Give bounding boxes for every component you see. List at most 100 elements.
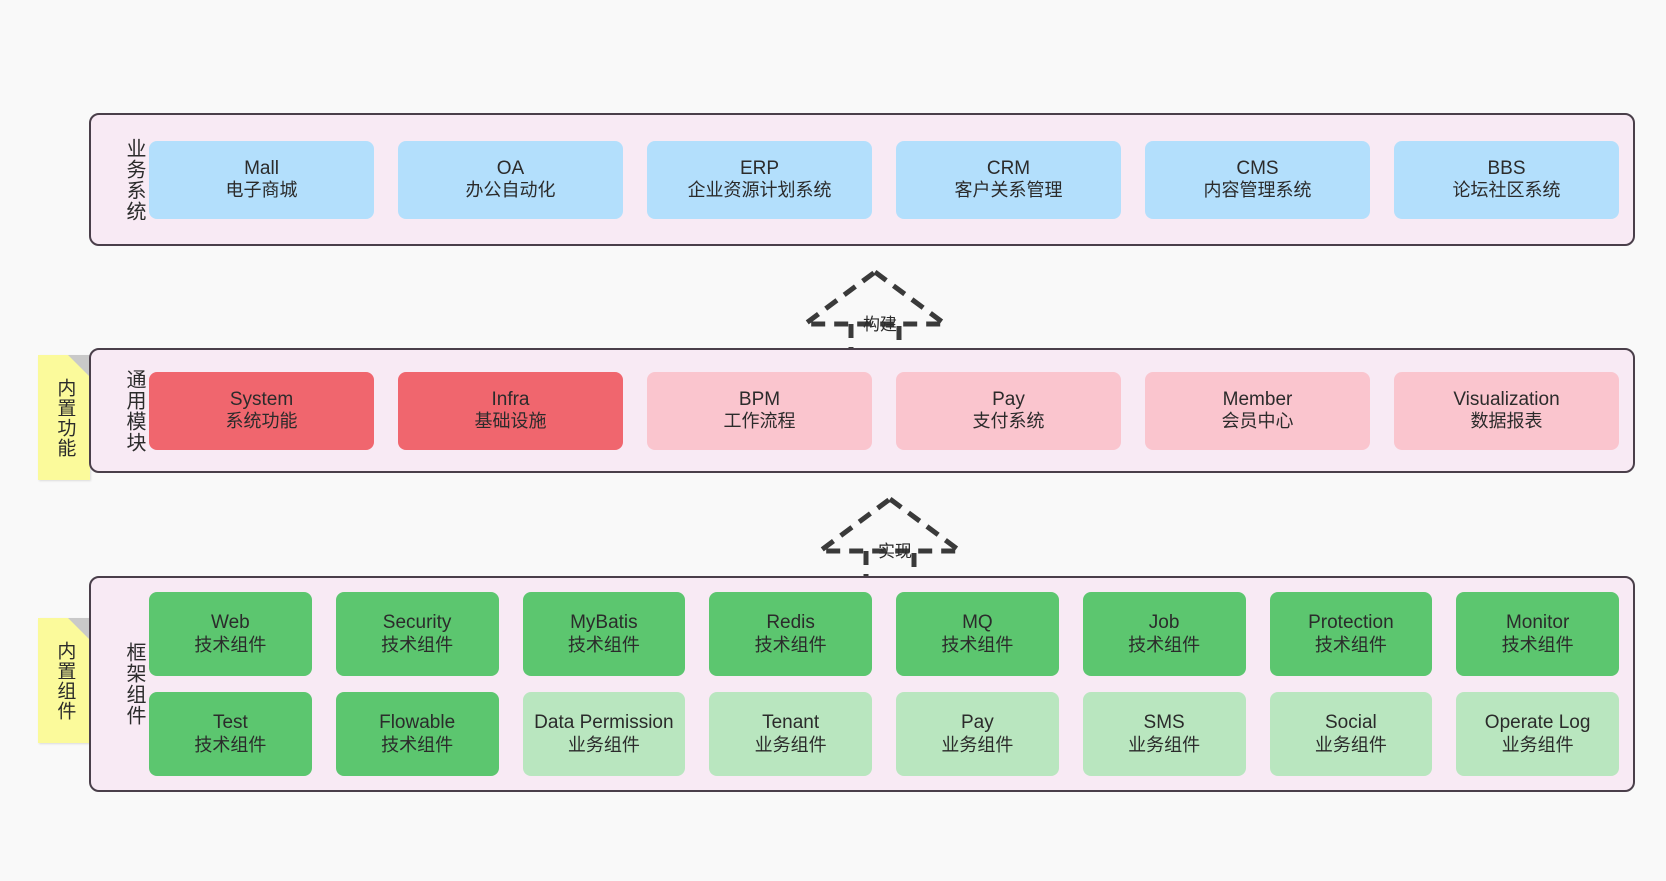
node-title-cn: 内容管理系统 [1203, 180, 1312, 201]
node-mq[interactable]: MQ 技术组件 [896, 592, 1059, 676]
node-title-cn: 技术组件 [1501, 634, 1574, 655]
node-title-en: Protection [1308, 612, 1394, 634]
node-title-cn: 技术组件 [567, 634, 640, 655]
layer-title-business: 业务系统 [123, 137, 145, 222]
generalization-arrow-implement: 实现 [810, 495, 970, 585]
node-title-cn: 基础设施 [474, 411, 547, 432]
node-protection[interactable]: Protection 技术组件 [1269, 592, 1433, 676]
node-title-cn: 工作流程 [723, 411, 796, 432]
node-title-en: System [229, 388, 294, 410]
node-flowable[interactable]: Flowable 技术组件 [335, 692, 499, 776]
sticky-note-builtin-features[interactable]: 内置功能 [38, 355, 90, 480]
node-title-cn: 系统功能 [225, 411, 298, 432]
node-title-en: Flowable [379, 712, 456, 734]
node-title-en: BBS [1487, 157, 1526, 179]
layer-framework-components: 框架组件 Web 技术组件 Security 技术组件 MyBatis 技术组件… [89, 576, 1635, 792]
node-title-cn: 客户关系管理 [954, 180, 1063, 201]
node-title-en: Test [212, 712, 248, 734]
node-bpm[interactable]: BPM 工作流程 [647, 371, 872, 450]
node-row: Web 技术组件 Security 技术组件 MyBatis 技术组件 Redi… [149, 592, 1619, 676]
node-title-cn: 会员中心 [1221, 411, 1294, 432]
layer-body-modules: System 系统功能 Infra 基础设施 BPM 工作流程 Pay 支付系统… [145, 350, 1633, 471]
node-monitor[interactable]: Monitor 技术组件 [1456, 592, 1619, 676]
generalization-arrow-build: 构建 [795, 268, 955, 358]
node-tenant[interactable]: Tenant 业务组件 [709, 692, 872, 776]
node-title-cn: 技术组件 [381, 734, 454, 755]
layer-title-modules: 通用模块 [123, 368, 145, 453]
node-title-en: Security [382, 612, 452, 634]
node-title-en: ERP [739, 157, 780, 179]
layer-business-systems: 业务系统 Mall 电子商城 OA 办公自动化 ERP 企业资源计划系统 CRM… [89, 113, 1635, 246]
node-title-cn: 技术组件 [941, 634, 1014, 655]
node-security[interactable]: Security 技术组件 [335, 592, 499, 676]
node-title-en: CMS [1236, 157, 1279, 179]
node-title-cn: 技术组件 [754, 634, 827, 655]
node-title-en: OA [496, 157, 525, 179]
node-title-en: Operate Log [1484, 712, 1591, 734]
node-bbs[interactable]: BBS 论坛社区系统 [1394, 140, 1619, 219]
node-title-cn: 支付系统 [972, 411, 1045, 432]
node-title-en: Social [1325, 712, 1377, 734]
sticky-note-builtin-components[interactable]: 内置组件 [38, 618, 90, 743]
connector-label-implement: 实现 [878, 542, 912, 561]
node-operate-log[interactable]: Operate Log 业务组件 [1456, 692, 1619, 776]
node-test[interactable]: Test 技术组件 [149, 692, 312, 776]
node-row: System 系统功能 Infra 基础设施 BPM 工作流程 Pay 支付系统… [149, 371, 1619, 450]
node-member[interactable]: Member 会员中心 [1145, 371, 1370, 450]
node-title-cn: 数据报表 [1470, 411, 1543, 432]
node-redis[interactable]: Redis 技术组件 [709, 592, 872, 676]
node-data-permission[interactable]: Data Permission 业务组件 [522, 692, 686, 776]
node-title-en: BPM [738, 388, 781, 410]
node-pay-module[interactable]: Pay 支付系统 [896, 371, 1121, 450]
node-title-en: Data Permission [534, 712, 674, 734]
node-title-en: SMS [1143, 712, 1185, 734]
node-title-cn: 论坛社区系统 [1452, 180, 1561, 201]
node-title-en: Job [1148, 612, 1180, 634]
node-title-cn: 电子商城 [225, 180, 298, 201]
node-title-cn: 技术组件 [381, 634, 454, 655]
node-mall[interactable]: Mall 电子商城 [149, 140, 374, 219]
node-title-cn: 业务组件 [754, 734, 827, 755]
node-title-en: Redis [766, 612, 815, 634]
layer-body-framework: Web 技术组件 Security 技术组件 MyBatis 技术组件 Redi… [145, 578, 1633, 790]
node-title-en: Infra [491, 388, 530, 410]
sticky-note-label: 内置功能 [54, 377, 76, 458]
node-web[interactable]: Web 技术组件 [149, 592, 312, 676]
node-title-cn: 技术组件 [194, 734, 267, 755]
node-title-en: Mall [244, 157, 279, 179]
node-row: Mall 电子商城 OA 办公自动化 ERP 企业资源计划系统 CRM 客户关系… [149, 140, 1619, 219]
node-system[interactable]: System 系统功能 [149, 371, 374, 450]
layer-common-modules: 通用模块 System 系统功能 Infra 基础设施 BPM 工作流程 Pay… [89, 348, 1635, 473]
connector-label-build: 构建 [863, 315, 897, 334]
node-title-cn: 业务组件 [1501, 734, 1574, 755]
node-sms[interactable]: SMS 业务组件 [1082, 692, 1246, 776]
node-title-en: Tenant [762, 712, 820, 734]
node-title-en: MyBatis [570, 612, 638, 634]
layer-body-business: Mall 电子商城 OA 办公自动化 ERP 企业资源计划系统 CRM 客户关系… [145, 115, 1633, 244]
node-title-cn: 技术组件 [1314, 634, 1387, 655]
node-job[interactable]: Job 技术组件 [1082, 592, 1246, 676]
sticky-note-label: 内置组件 [54, 640, 76, 721]
node-title-en: Web [211, 612, 250, 634]
node-title-en: Member [1222, 388, 1293, 410]
node-title-cn: 业务组件 [941, 734, 1014, 755]
node-mybatis[interactable]: MyBatis 技术组件 [522, 592, 686, 676]
node-social[interactable]: Social 业务组件 [1269, 692, 1433, 776]
node-title-en: Pay [961, 712, 994, 734]
node-title-en: CRM [986, 157, 1031, 179]
node-title-cn: 企业资源计划系统 [687, 180, 832, 201]
node-title-en: Visualization [1453, 388, 1560, 410]
node-oa[interactable]: OA 办公自动化 [398, 140, 623, 219]
layer-title-framework: 框架组件 [123, 642, 145, 726]
node-title-cn: 业务组件 [1128, 734, 1201, 755]
node-title-cn: 业务组件 [1314, 734, 1387, 755]
node-cms[interactable]: CMS 内容管理系统 [1145, 140, 1370, 219]
node-erp[interactable]: ERP 企业资源计划系统 [647, 140, 872, 219]
node-title-en: Monitor [1505, 612, 1570, 634]
node-title-cn: 技术组件 [1128, 634, 1201, 655]
node-pay-component[interactable]: Pay 业务组件 [896, 692, 1059, 776]
node-visualization[interactable]: Visualization 数据报表 [1394, 371, 1619, 450]
node-crm[interactable]: CRM 客户关系管理 [896, 140, 1121, 219]
node-infra[interactable]: Infra 基础设施 [398, 371, 623, 450]
